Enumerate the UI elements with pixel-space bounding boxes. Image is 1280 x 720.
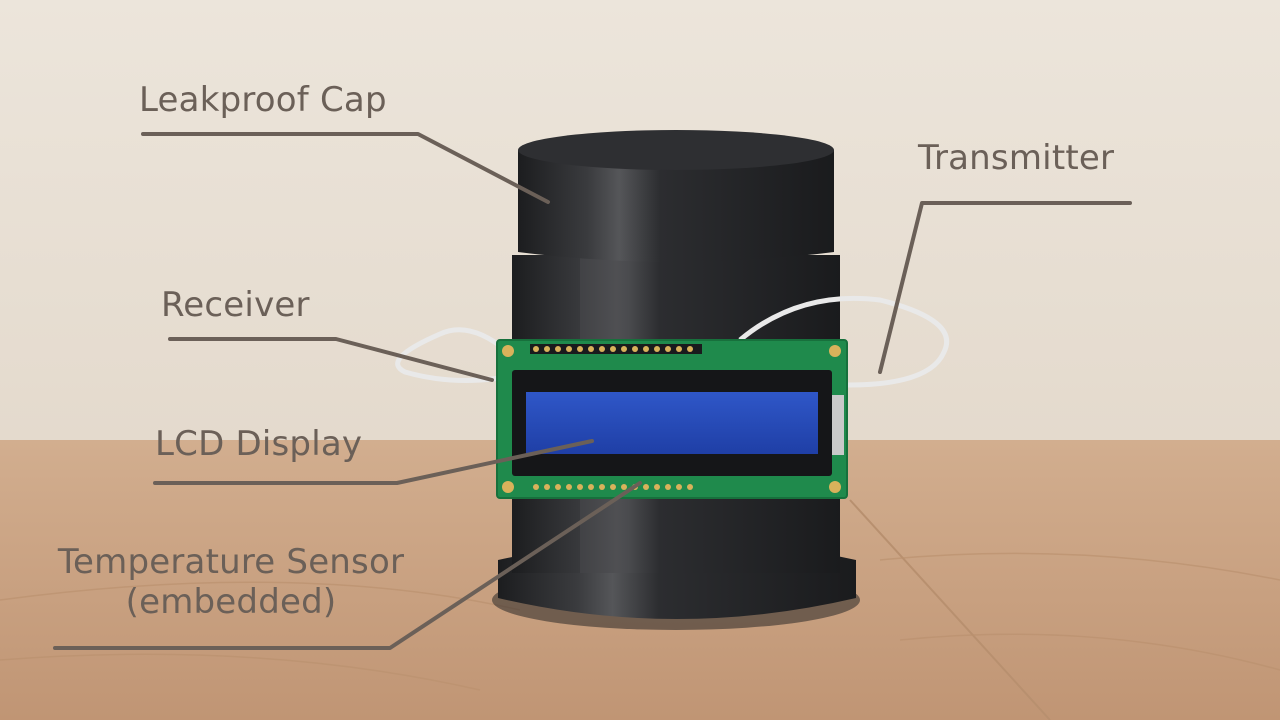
leakproof-cap-label: Leakproof Cap — [139, 80, 387, 120]
transmitter-leader — [878, 201, 1132, 374]
wood-grain — [0, 552, 1280, 691]
lcd-display-label: LCD Display — [155, 424, 363, 464]
receiver-label: Receiver — [161, 285, 310, 325]
pcb-edge — [496, 339, 848, 499]
leader-lines — [53, 132, 1132, 650]
temperature-sensor-leader — [53, 481, 642, 650]
header-pins-top — [530, 344, 702, 354]
leakproof-cap-leader — [141, 132, 550, 204]
temperature-sensor-title: Temperature Sensor — [57, 542, 405, 582]
temperature-sensor-label: Temperature Sensor (embedded) — [56, 542, 406, 622]
transmitter-label: Transmitter — [918, 138, 1115, 178]
cap-lid — [518, 130, 834, 170]
mounting-holes — [502, 345, 841, 493]
table-seam — [849, 499, 1051, 720]
receiver-wire — [395, 327, 510, 383]
temperature-sensor-note: (embedded) — [125, 582, 337, 622]
transmitter-wire — [738, 295, 950, 388]
header-pins-bottom — [533, 484, 693, 490]
receiver-leader — [168, 337, 494, 382]
lcd-connector — [832, 395, 844, 455]
lcd-display-leader — [153, 439, 594, 485]
